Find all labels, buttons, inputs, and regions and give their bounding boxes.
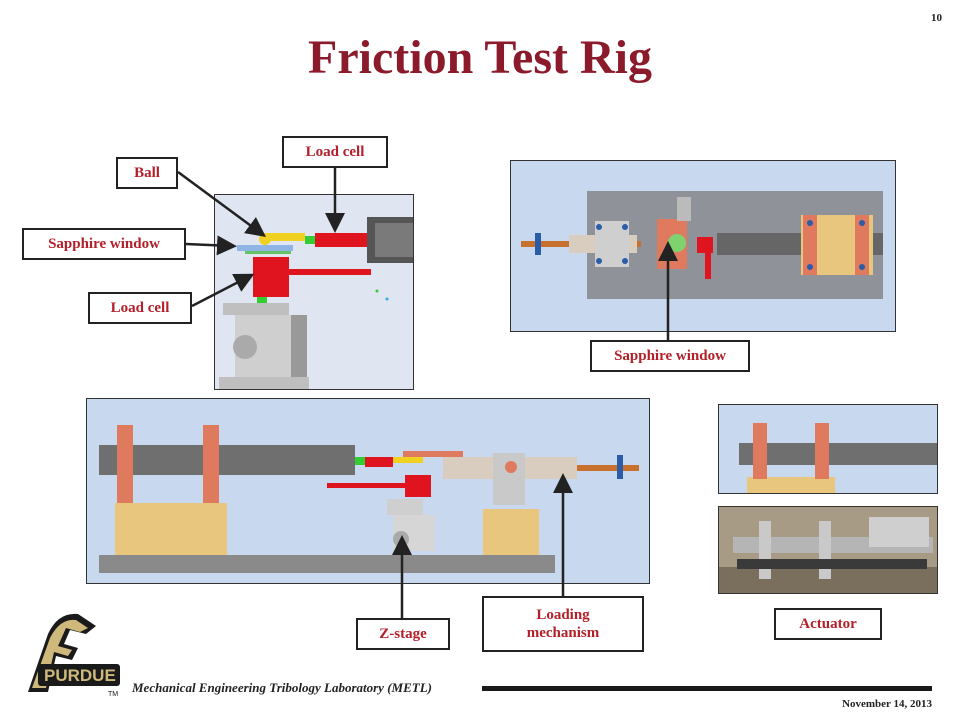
load-cell-left-label: Load cell <box>88 292 192 324</box>
lab-name: Mechanical Engineering Tribology Laborat… <box>132 680 432 695</box>
load-cell-top-label: Load cell <box>282 136 388 168</box>
slide-date: November 14, 2013 <box>842 698 932 710</box>
actuator-photo-image <box>718 506 938 594</box>
logo-text: PURDUE <box>44 666 116 685</box>
footer-divider <box>482 686 932 691</box>
rig-top-view-image <box>510 160 896 332</box>
page-title: Friction Test Rig <box>308 31 652 84</box>
logo-tm: TM <box>108 691 118 698</box>
purdue-train-logo-icon: PURDUE TM <box>8 604 128 705</box>
slide-number: 10 <box>931 12 942 24</box>
rig-full-side-view-image <box>86 398 650 584</box>
sapphire-window-left-label: Sapphire window <box>22 228 186 260</box>
actuator-label: Actuator <box>774 608 882 640</box>
ball-label: Ball <box>116 157 178 189</box>
rig-side-view-image <box>214 194 414 390</box>
sapphire-window-right-label: Sapphire window <box>590 340 750 372</box>
actuator-render-image <box>718 404 938 494</box>
z-stage-label: Z-stage <box>356 618 450 650</box>
loading-mechanism-label: Loading mechanism <box>482 596 644 652</box>
